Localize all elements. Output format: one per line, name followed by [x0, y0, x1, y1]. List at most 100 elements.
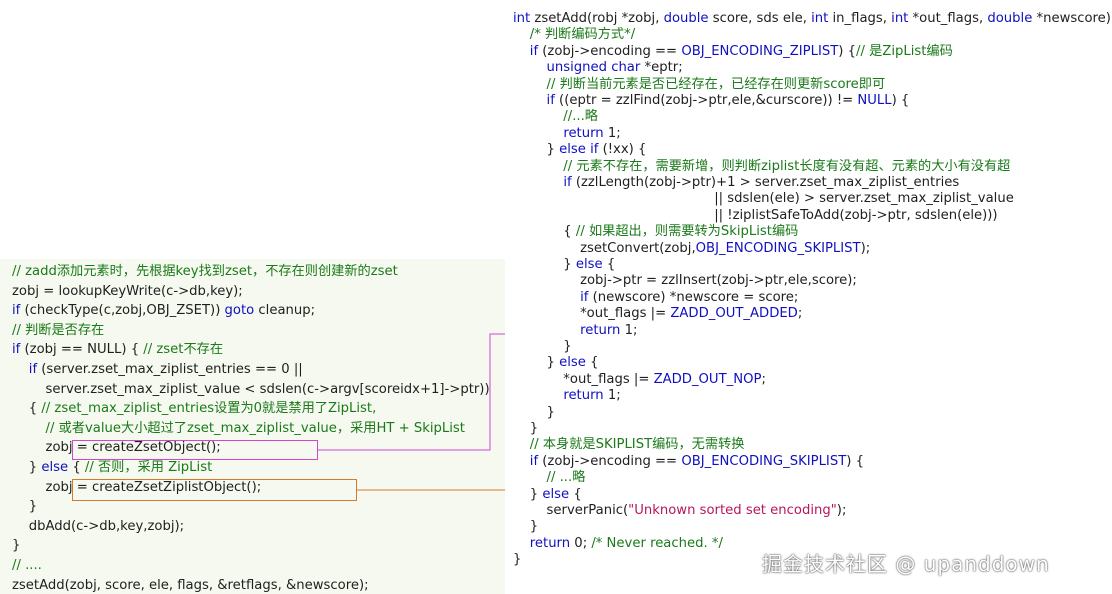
right-code-line: return 0; /* Never reached. */: [513, 536, 723, 552]
highlight-create-zset-object: [72, 440, 318, 460]
code-token: "Unknown sorted set encoding": [628, 503, 837, 518]
right-code-line: *out_flags |= ZADD_OUT_NOP;: [513, 372, 766, 388]
right-code-line: }: [513, 552, 521, 568]
code-token: zsetConvert(zobj,: [513, 240, 696, 256]
left-code-line: if (checkType(c,zobj,OBJ_ZSET)) goto cle…: [12, 303, 315, 319]
right-code-line: return 1;: [513, 388, 620, 404]
code-token: if: [563, 175, 572, 190]
code-token: }: [12, 538, 21, 554]
code-token: [513, 290, 580, 305]
code-token: return: [563, 125, 604, 141]
right-code-line: { // 如果超出，则需要转为SkipList编码: [513, 224, 798, 240]
right-code-line: *out_flags |= ZADD_OUT_ADDED;: [513, 306, 802, 322]
right-code-line: // 本身就是SKIPLIST编码，无需转换: [513, 437, 745, 453]
code-token: }: [513, 486, 543, 502]
right-code-line: return 1;: [513, 125, 621, 142]
code-token: 1;: [620, 322, 638, 338]
code-token: [513, 454, 530, 469]
code-token: );: [860, 240, 871, 256]
code-token: {: [602, 257, 616, 272]
code-token: }: [12, 499, 38, 515]
code-token: {: [12, 401, 42, 417]
code-token: in_flags,: [828, 11, 892, 26]
code-token: if: [580, 289, 589, 305]
right-code-line: zsetConvert(zobj,OBJ_ENCODING_SKIPLIST);: [513, 241, 870, 257]
code-token: // 判断是否存在: [12, 322, 105, 338]
code-token: || sdslen(ele) > server.zset_max_ziplist…: [513, 191, 1014, 207]
right-code-line: return 1;: [513, 323, 637, 339]
right-code-line: }: [513, 519, 538, 535]
code-token: [513, 175, 563, 190]
right-code-line: } else {: [513, 257, 615, 273]
code-token: {: [513, 224, 576, 240]
left-code-line: if (zobj == NULL) { // zset不存在: [12, 342, 223, 358]
code-token: // zadd添加元素时，先根据key找到zset，不存在则创建新的zset: [12, 264, 398, 279]
code-token: }: [513, 339, 572, 354]
code-token: ;: [761, 371, 766, 387]
code-token: }: [513, 355, 560, 371]
code-token: NULL: [857, 93, 892, 108]
code-token: else: [41, 460, 69, 475]
code-token: {: [68, 460, 85, 475]
left-code-line: server.zset_max_ziplist_value < sdslen(c…: [12, 382, 490, 398]
code-token: (server.zset_max_ziplist_entries == 0 ||: [37, 362, 303, 377]
code-token: /* Never reached. */: [591, 535, 723, 551]
right-code-line: serverPanic("Unknown sorted set encoding…: [513, 503, 847, 519]
left-code-line: zobj = lookupKeyWrite(c->db,key);: [12, 284, 243, 300]
right-code-line: int zsetAdd(robj *zobj, double score, sd…: [513, 11, 1112, 27]
code-token: zobj = createZsetObject();: [12, 440, 221, 456]
code-token: *out_flags |=: [513, 371, 654, 387]
code-token: }: [513, 142, 560, 158]
code-token: {: [569, 486, 582, 502]
code-token: // 是ZipList编码: [856, 43, 953, 59]
left-code-line: zsetAdd(zobj, score, ele, flags, &retfla…: [12, 578, 369, 594]
left-code-line: { // zset_max_ziplist_entries设置为0就是禁用了Zi…: [12, 401, 377, 417]
code-token: OBJ_ENCODING_SKIPLIST: [695, 240, 861, 256]
code-token: score, sds ele,: [708, 11, 812, 26]
code-token: *eptr;: [640, 60, 683, 76]
code-token: ;: [797, 306, 803, 322]
code-token: double: [663, 11, 709, 26]
code-token: OBJ_ENCODING_SKIPLIST: [681, 453, 847, 469]
right-code-line: if (zobj->encoding == OBJ_ENCODING_ZIPLI…: [513, 44, 953, 60]
left-code-line: // 判断是否存在: [12, 323, 104, 339]
code-token: // 否则，采用 ZipList: [84, 460, 213, 475]
right-code-line: if (newscore) *newscore = score;: [513, 290, 798, 306]
code-token: [513, 60, 547, 75]
left-code-line: dbAdd(c->db,key,zobj);: [12, 519, 184, 535]
code-token: cleanup;: [254, 303, 316, 319]
code-token: (newscore) *newscore = score;: [588, 289, 799, 305]
code-token: [513, 323, 580, 338]
code-token: if: [28, 362, 38, 377]
code-token: // 本身就是SKIPLIST编码，无需转换: [513, 437, 745, 453]
highlight-create-zset-ziplist-object: [72, 479, 357, 501]
code-token: *out_flags,: [908, 11, 988, 26]
code-token: dbAdd(c->db,key,zobj);: [12, 518, 185, 534]
code-token: *out_flags |=: [513, 306, 671, 322]
code-token: server.zset_max_ziplist_value < sdslen(c…: [12, 381, 490, 397]
code-token: [513, 388, 563, 403]
code-token: 1;: [603, 125, 621, 141]
left-code-line: // ....: [12, 558, 42, 574]
code-token: if: [546, 93, 555, 108]
right-code-line: } else if (!xx) {: [513, 142, 647, 158]
right-code-line: // ...略: [513, 470, 586, 486]
code-token: (zzlLength(zobj->ptr)+1 > server.zset_ma…: [571, 175, 960, 190]
right-code-panel: [505, 0, 1112, 594]
code-token: (zobj->encoding ==: [538, 453, 682, 469]
code-token: (zobj == NULL) {: [20, 342, 144, 358]
right-code-line: //...略: [513, 109, 598, 125]
code-token: // 如果超出，则需要转为SkipList编码: [575, 224, 799, 240]
code-token: return: [580, 322, 621, 338]
right-code-line: }: [513, 405, 555, 421]
code-token: return: [563, 388, 604, 404]
code-token: // 判断当前元素是否已经存在，已经存在则更新score即可: [513, 76, 886, 92]
code-token: serverPanic(: [513, 503, 629, 518]
code-token: [513, 126, 563, 141]
left-code-line: }: [12, 538, 20, 554]
code-token: ) {: [891, 93, 910, 108]
watermark: 掘金技术社区 @ upanddown: [762, 552, 1050, 576]
code-token: }: [513, 552, 522, 568]
code-token: else: [559, 355, 586, 371]
left-code-line: // zadd添加元素时，先根据key找到zset，不存在则创建新的zset: [12, 264, 398, 280]
